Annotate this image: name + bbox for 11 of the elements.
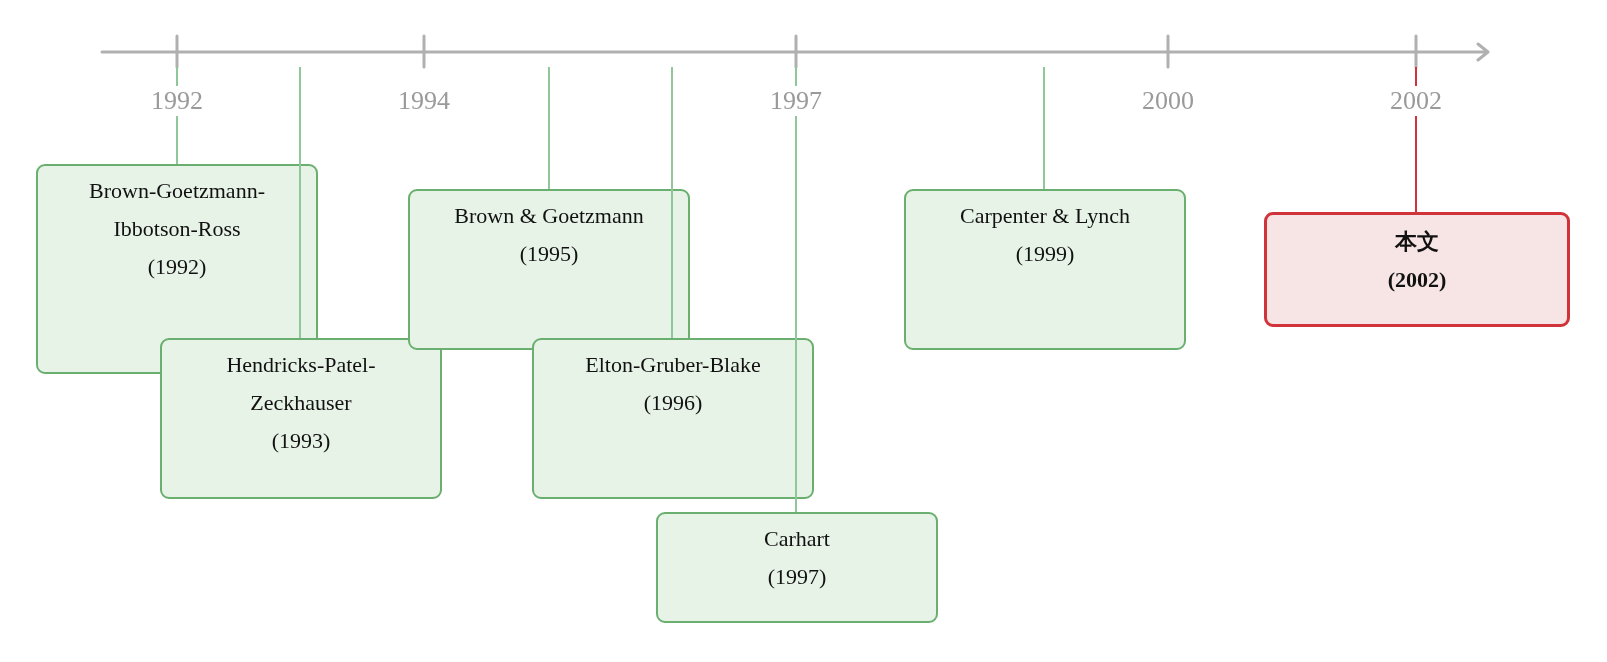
event-box: Carpenter & Lynch (1999) [904,189,1186,350]
leader-line [671,66,673,339]
leader-line [795,66,797,513]
event-box: Brown & Goetzmann (1995) [408,189,690,350]
leader-line [1043,66,1045,190]
event-box: Carhart (1997) [656,512,938,623]
event-box: Hendricks-Patel-Zeckhauser (1993) [160,338,442,499]
leader-line [548,66,550,190]
event-box: Elton-Gruber-Blake (1996) [532,338,814,499]
leader-line [299,66,301,339]
event-box: 本文 (2002) [1264,212,1570,327]
